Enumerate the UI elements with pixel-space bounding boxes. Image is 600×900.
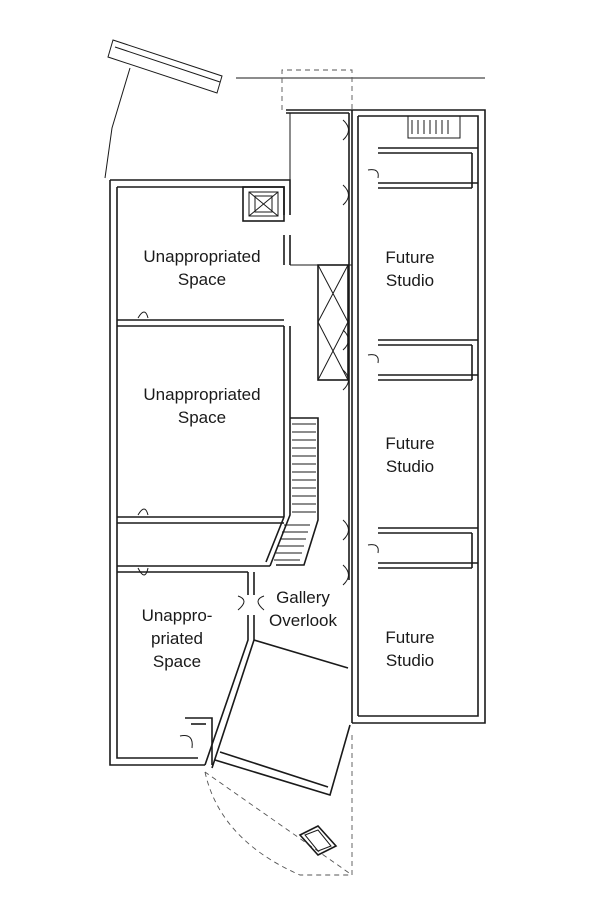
sculpture-diamond bbox=[298, 825, 338, 856]
dashed-outline-bottom bbox=[204, 735, 353, 876]
dashed-entry-arc bbox=[204, 771, 352, 876]
room-label-future-studio-2: Future Studio bbox=[385, 434, 435, 476]
room-label-unappropriated-space-3: Unappro- priated Space bbox=[141, 606, 213, 671]
central-corridor bbox=[286, 109, 352, 586]
gallery-planes bbox=[214, 639, 351, 797]
room-label-unappropriated-space-1: Unappropriated Space bbox=[143, 247, 261, 289]
room-label-future-studio-3: Future Studio bbox=[385, 628, 435, 670]
sculpture-diamond-inner bbox=[304, 829, 332, 852]
exterior-wall-fragment bbox=[107, 39, 223, 94]
lower-west-room bbox=[179, 572, 265, 769]
main-stair bbox=[274, 417, 319, 566]
west-room-partitions bbox=[117, 311, 291, 576]
property-line bbox=[104, 67, 131, 179]
room-label-gallery-overlook: Gallery Overlook bbox=[268, 588, 338, 630]
east-block-walls bbox=[351, 109, 486, 724]
room-label-future-studio-1: Future Studio bbox=[385, 248, 435, 290]
room-label-unappropriated-space-2: Unappropriated Space bbox=[143, 385, 261, 427]
dashed-outline-top bbox=[281, 69, 353, 110]
elevator-shaft bbox=[242, 186, 285, 222]
east-service-rooms bbox=[367, 115, 478, 569]
